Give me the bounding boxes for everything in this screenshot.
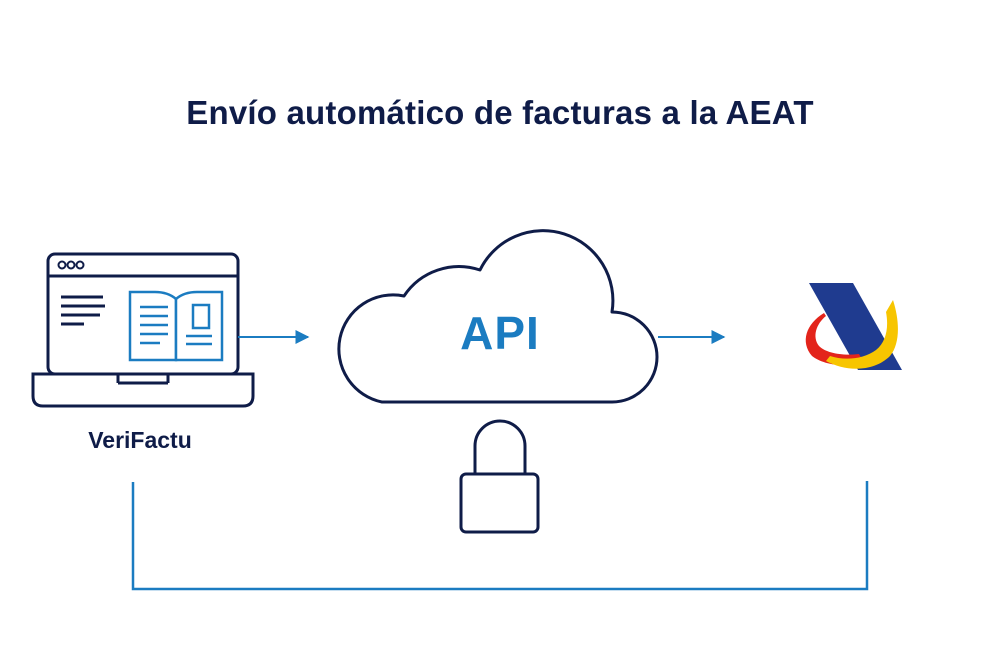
- aeat-logo: [805, 283, 902, 370]
- diagram-title: Envío automático de facturas a la AEAT: [186, 94, 814, 131]
- open-book-icon: [128, 290, 224, 362]
- padlock-icon: [459, 419, 540, 534]
- api-label: API: [460, 307, 540, 359]
- bottom-connector-line: [131, 481, 869, 591]
- laptop-invoice-icon: [31, 252, 255, 408]
- cloud-icon: [337, 229, 659, 404]
- verifactu-label: VeriFactu: [88, 427, 192, 453]
